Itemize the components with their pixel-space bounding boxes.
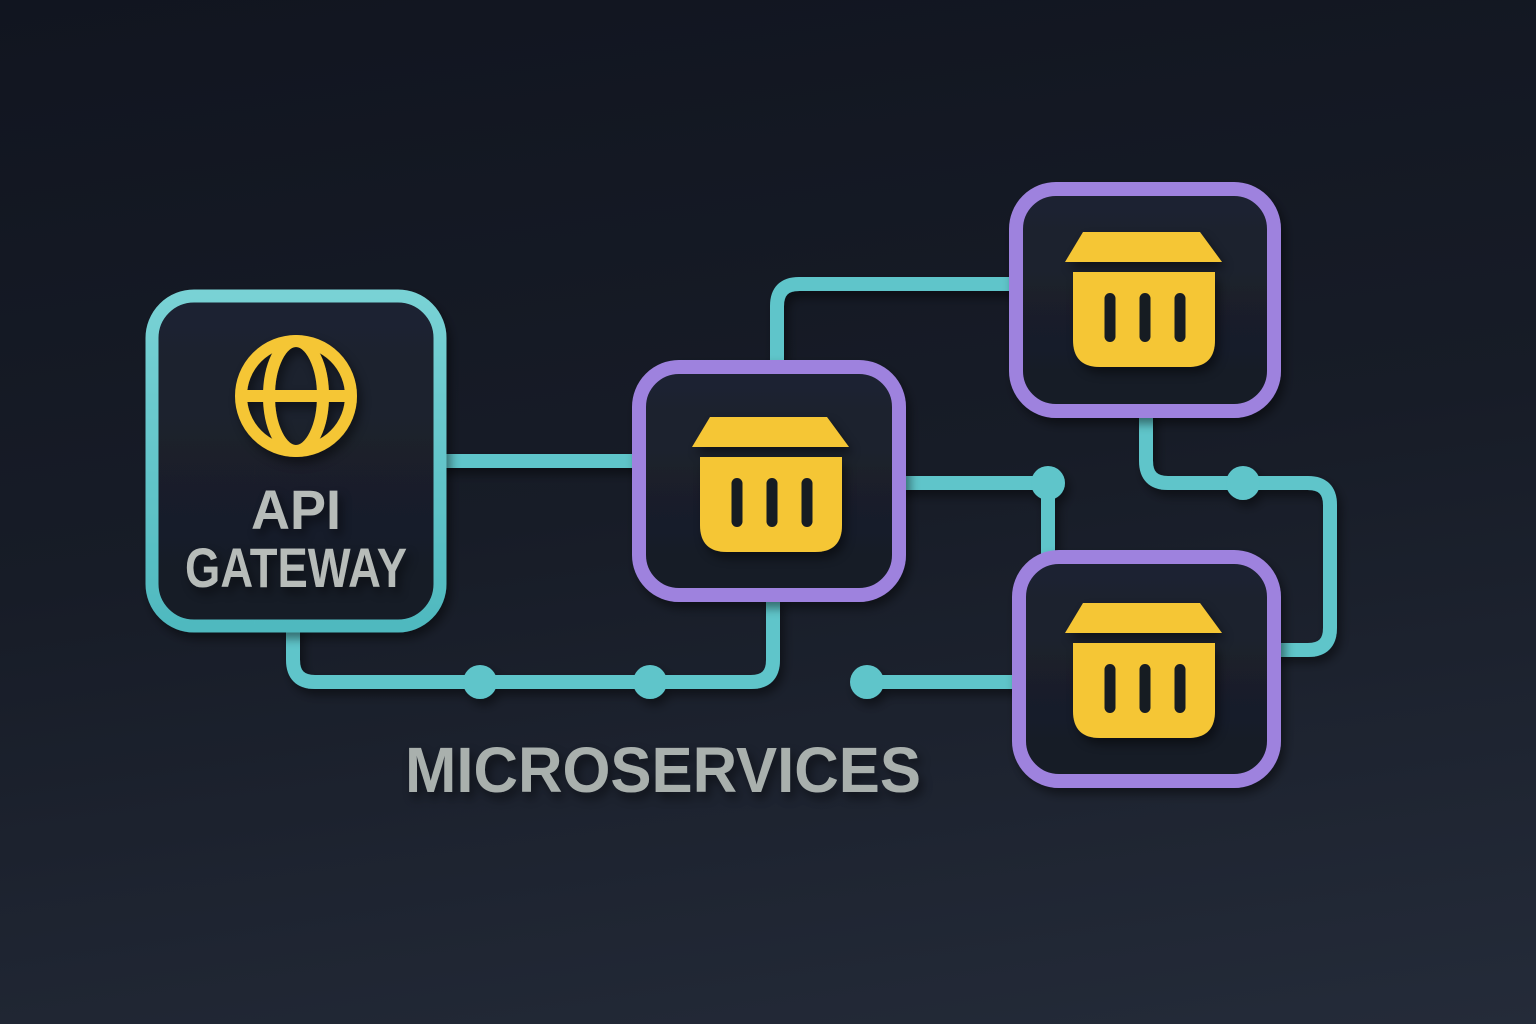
api-gateway-panel [145,289,447,633]
microservices-caption: MICROSERVICES [405,734,921,806]
connector-middle-service-to-top-right-service [770,277,1020,373]
gateway-label-line1: API [251,478,341,541]
junction-dot [1226,466,1260,500]
connector-top-right-service-to-bottom-right-service [1139,408,1337,657]
junction-dot [633,665,667,699]
package-crate-icon [692,417,849,552]
package-crate-icon [1065,603,1222,738]
junction-dot [1031,466,1065,500]
icon-layer [235,232,1222,738]
junction-dot [463,665,497,699]
gateway-label-line2: GATEWAY [185,536,407,599]
connector-gateway-bottom-bus [286,598,780,689]
label-layer: API GATEWAY MICROSERVICES [185,478,921,806]
connector-middle-service-to-bottom-right-service [895,476,1055,560]
globe-icon [235,335,357,457]
connector-layer [286,277,1337,699]
package-crate-icon [1065,232,1222,367]
junction-dot [850,665,884,699]
